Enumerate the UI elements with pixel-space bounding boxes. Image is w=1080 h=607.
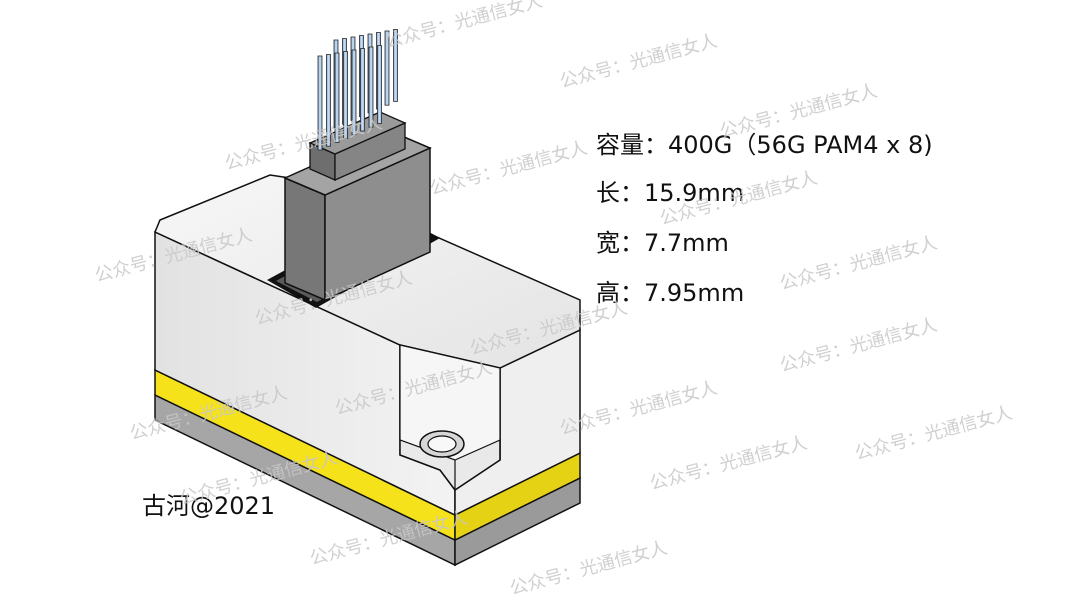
- pin: [360, 48, 365, 132]
- pin: [334, 52, 340, 143]
- connector: [283, 111, 432, 302]
- pin-array: [317, 29, 398, 151]
- pin: [317, 55, 323, 151]
- spec-length: 长：15.9mm: [596, 179, 745, 207]
- spec-capacity: 容量：400G（56G PAM4 x 8): [596, 131, 933, 159]
- pin: [368, 46, 374, 128]
- author-credit: 古河@2021: [142, 492, 276, 520]
- pin: [326, 54, 331, 147]
- pin: [377, 45, 382, 124]
- spec-height: 高：7.95mm: [596, 279, 745, 307]
- pin: [393, 29, 398, 102]
- pin: [351, 49, 357, 136]
- pin: [343, 51, 348, 139]
- pin: [384, 30, 390, 106]
- spec-width: 宽：7.7mm: [596, 229, 729, 257]
